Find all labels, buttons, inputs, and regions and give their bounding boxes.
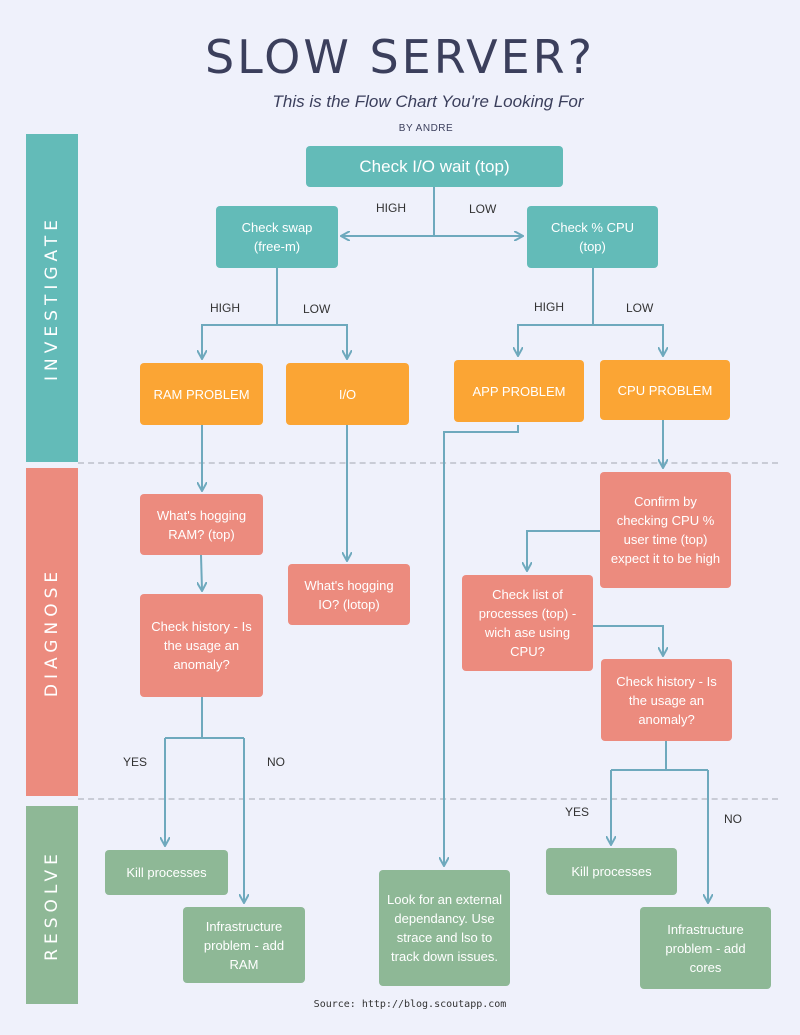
- node-check-history-ram: Check history - Is the usage an anomaly?: [140, 594, 263, 697]
- node-io-problem: I/O: [286, 363, 409, 425]
- node-check-list-processes: Check list of processes (top) - wich ase…: [462, 575, 593, 671]
- node-check-cpu: Check % CPU (top): [527, 206, 658, 268]
- byline: BY ANDRE: [398, 123, 454, 134]
- phase-resolve: RESOLVE: [26, 806, 78, 1004]
- node-check-io-wait: Check I/O wait (top): [306, 146, 563, 187]
- label-swap-high: HIGH: [210, 301, 240, 315]
- page-subtitle: This is the Flow Chart You're Looking Fo…: [272, 92, 584, 111]
- connector-confirm-to-list: [527, 530, 600, 570]
- node-kill-processes-left: Kill processes: [105, 850, 228, 895]
- divider-diagnose-resolve: [78, 798, 778, 800]
- connector-cpu-to-app: [518, 324, 593, 355]
- node-whats-hogging-ram: What's hogging RAM? (top): [140, 494, 263, 555]
- node-kill-processes-right: Kill processes: [546, 848, 677, 895]
- node-infra-cores: Infrastructure problem - add cores: [640, 907, 771, 989]
- label-cpu-no: NO: [724, 812, 742, 826]
- connector-list-to-history: [593, 625, 663, 655]
- label-ram-no: NO: [267, 755, 285, 769]
- node-check-swap: Check swap (free-m): [216, 206, 338, 268]
- node-app-problem: APP PROBLEM: [454, 360, 584, 422]
- connector-cpuhistory-split: [611, 741, 708, 771]
- connector-cpu-to-cpuproblem: [593, 324, 663, 355]
- phase-diagnose: DIAGNOSE: [26, 468, 78, 796]
- node-infra-ram: Infrastructure problem - add RAM: [183, 907, 305, 983]
- divider-investigate-diagnose: [78, 462, 778, 464]
- node-check-history-cpu: Check history - Is the usage an anomaly?: [601, 659, 732, 741]
- page-title: SLOW SERVER?: [204, 30, 596, 84]
- node-cpu-problem: CPU PROBLEM: [600, 360, 730, 420]
- connector-swap-to-ram: [202, 324, 277, 358]
- node-external-dependency: Look for an external dependancy. Use str…: [379, 870, 510, 986]
- label-io-high: HIGH: [376, 201, 406, 215]
- node-confirm-cpu: Confirm by checking CPU % user time (top…: [600, 472, 731, 588]
- label-cpu-low: LOW: [626, 301, 654, 315]
- connector-app-to-external: [444, 425, 519, 865]
- phase-investigate: INVESTIGATE: [26, 134, 78, 462]
- node-whats-hogging-io: What's hogging IO? (lotop): [288, 564, 410, 625]
- label-swap-low: LOW: [303, 302, 331, 316]
- label-io-low: LOW: [469, 202, 497, 216]
- label-ram-yes: YES: [123, 755, 148, 769]
- node-ram-problem: RAM PROBLEM: [140, 363, 263, 425]
- connector-history-split: [165, 697, 244, 739]
- label-cpu-yes: YES: [565, 805, 590, 819]
- source-note: Source: http://blog.scoutapp.com: [313, 999, 507, 1010]
- connector-swap-to-io: [277, 324, 347, 358]
- label-cpu-high: HIGH: [534, 300, 564, 314]
- connector-hogging-to-history: [201, 554, 202, 590]
